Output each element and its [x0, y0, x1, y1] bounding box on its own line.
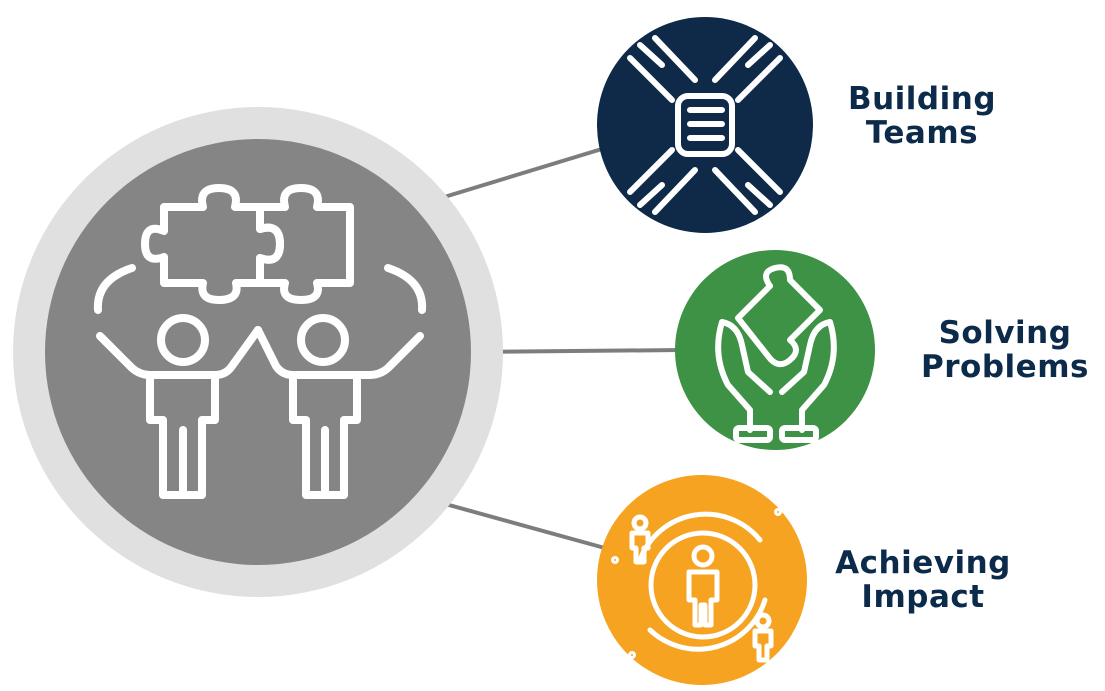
label-building-teams-line1: Building	[847, 81, 997, 117]
label-solving-problems-line2: Problems	[921, 349, 1089, 385]
person-target-icon	[611, 508, 782, 663]
connector-line-achieving-impact	[419, 495, 613, 552]
connector-line-solving-problems	[469, 348, 683, 354]
center-circle	[13, 107, 503, 597]
label-building-teams-line2: Teams	[865, 115, 979, 151]
solving-problems-circle	[675, 250, 875, 450]
hands-stack-icon	[627, 35, 783, 215]
label-achieving-impact: Achieving Impact	[818, 546, 1028, 614]
connector-line-building-teams	[417, 143, 616, 207]
hands-puzzle-icon	[715, 264, 837, 443]
label-building-teams: Building Teams	[834, 82, 1010, 150]
label-achieving-impact-line1: Achieving	[835, 545, 1011, 581]
label-solving-problems-line1: Solving	[938, 315, 1072, 351]
label-achieving-impact-line2: Impact	[861, 579, 985, 615]
label-solving-problems: Solving Problems	[910, 316, 1100, 384]
teamwork-puzzle-people-icon	[93, 184, 427, 499]
